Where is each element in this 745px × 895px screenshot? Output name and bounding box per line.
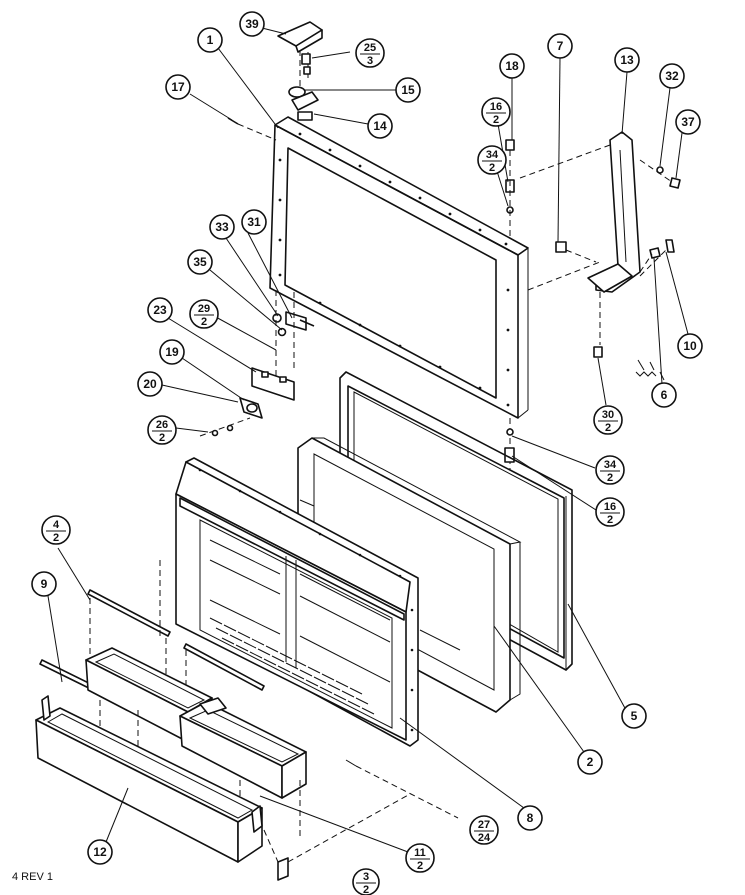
svg-text:31: 31 (247, 215, 261, 229)
callout-1: 1 (197, 27, 223, 53)
svg-text:17: 17 (171, 80, 185, 94)
callout-37: 37 (675, 109, 701, 135)
callout-29-2: 29 2 (189, 299, 219, 329)
svg-text:14: 14 (373, 119, 387, 133)
svg-text:37: 37 (681, 115, 695, 129)
callout-19: 19 (159, 339, 185, 365)
callout-35: 35 (187, 249, 213, 275)
svg-text:2: 2 (605, 422, 611, 434)
callout-20: 20 (137, 371, 163, 397)
svg-text:12: 12 (93, 845, 107, 859)
callout-31: 31 (241, 209, 267, 235)
svg-text:20: 20 (143, 377, 157, 391)
callout-3-2: 3 2 (352, 868, 380, 895)
callout-26-2: 26 2 (147, 415, 177, 445)
revision-label: 4 REV 1 (12, 871, 53, 883)
svg-text:5: 5 (631, 709, 638, 723)
callout-27-24: 27 24 (469, 815, 499, 845)
svg-text:8: 8 (527, 811, 534, 825)
svg-text:2: 2 (201, 316, 207, 328)
svg-text:19: 19 (165, 345, 179, 359)
leader-lines (47, 27, 689, 853)
svg-text:23: 23 (153, 303, 167, 317)
callout-30-2: 30 2 (593, 405, 623, 435)
callout-32: 32 (659, 63, 685, 89)
svg-text:1: 1 (207, 33, 214, 47)
callout-2: 2 (577, 749, 603, 775)
top-hinge-assembly (277, 21, 323, 121)
callout-6: 6 (651, 382, 677, 408)
svg-text:10: 10 (683, 339, 697, 353)
svg-text:26: 26 (156, 419, 168, 431)
callout-15: 15 (395, 77, 421, 103)
svg-text:2: 2 (53, 532, 59, 544)
svg-text:29: 29 (198, 303, 210, 315)
svg-text:33: 33 (215, 220, 229, 234)
svg-text:35: 35 (193, 255, 207, 269)
svg-text:2: 2 (607, 472, 613, 484)
svg-text:34: 34 (604, 459, 617, 471)
callout-17: 17 (165, 74, 191, 100)
drawer-frame (175, 457, 419, 747)
screw-17 (227, 117, 277, 141)
svg-text:13: 13 (620, 53, 634, 67)
svg-text:16: 16 (604, 501, 616, 513)
callout-5: 5 (621, 703, 647, 729)
screw-27 (345, 759, 459, 819)
svg-text:25: 25 (364, 42, 376, 54)
svg-text:2: 2 (493, 114, 499, 126)
svg-text:2: 2 (489, 162, 495, 174)
svg-text:3: 3 (367, 55, 373, 67)
callout-23: 23 (147, 297, 173, 323)
callout-14: 14 (367, 113, 393, 139)
svg-text:4: 4 (53, 519, 60, 531)
callout-34-2-bottom: 34 2 (595, 455, 625, 485)
svg-text:27: 27 (478, 819, 490, 831)
svg-text:39: 39 (245, 17, 259, 31)
callout-8: 8 (517, 805, 543, 831)
svg-text:16: 16 (490, 101, 502, 113)
bottom-screws (504, 418, 515, 470)
svg-text:2: 2 (417, 860, 423, 872)
callout-39: 39 (239, 11, 265, 37)
svg-text:34: 34 (486, 149, 499, 161)
svg-text:2: 2 (363, 884, 369, 895)
callout-9: 9 (31, 571, 57, 597)
door-frame (269, 116, 529, 419)
callout-11-2: 11 2 (405, 843, 435, 873)
bottom-pan (35, 695, 411, 881)
callout-18: 18 (499, 53, 525, 79)
svg-text:18: 18 (505, 59, 519, 73)
callout-34-2-top: 34 2 (477, 145, 507, 175)
svg-text:3: 3 (363, 871, 369, 883)
svg-text:6: 6 (661, 388, 668, 402)
svg-text:24: 24 (478, 832, 491, 844)
callout-16-2-bottom: 16 2 (595, 497, 625, 527)
callout-12: 12 (87, 839, 113, 865)
screw-18 (505, 139, 515, 240)
svg-text:30: 30 (602, 409, 614, 421)
svg-text:7: 7 (557, 39, 564, 53)
callout-10: 10 (677, 333, 703, 359)
callout-25-3: 25 3 (355, 38, 385, 68)
callout-16-2-top: 16 2 (481, 97, 511, 127)
svg-text:32: 32 (665, 69, 679, 83)
callout-7: 7 (547, 33, 573, 59)
right-crisper (179, 697, 307, 840)
svg-text:2: 2 (159, 432, 165, 444)
callout-13: 13 (614, 47, 640, 73)
svg-text:2: 2 (607, 514, 613, 526)
svg-text:15: 15 (401, 83, 415, 97)
svg-text:2: 2 (587, 755, 594, 769)
callout-33: 33 (209, 214, 235, 240)
svg-text:9: 9 (41, 577, 48, 591)
callout-4-2: 4 2 (41, 515, 71, 545)
svg-text:11: 11 (414, 847, 426, 859)
right-hinge-bracket (519, 131, 681, 381)
